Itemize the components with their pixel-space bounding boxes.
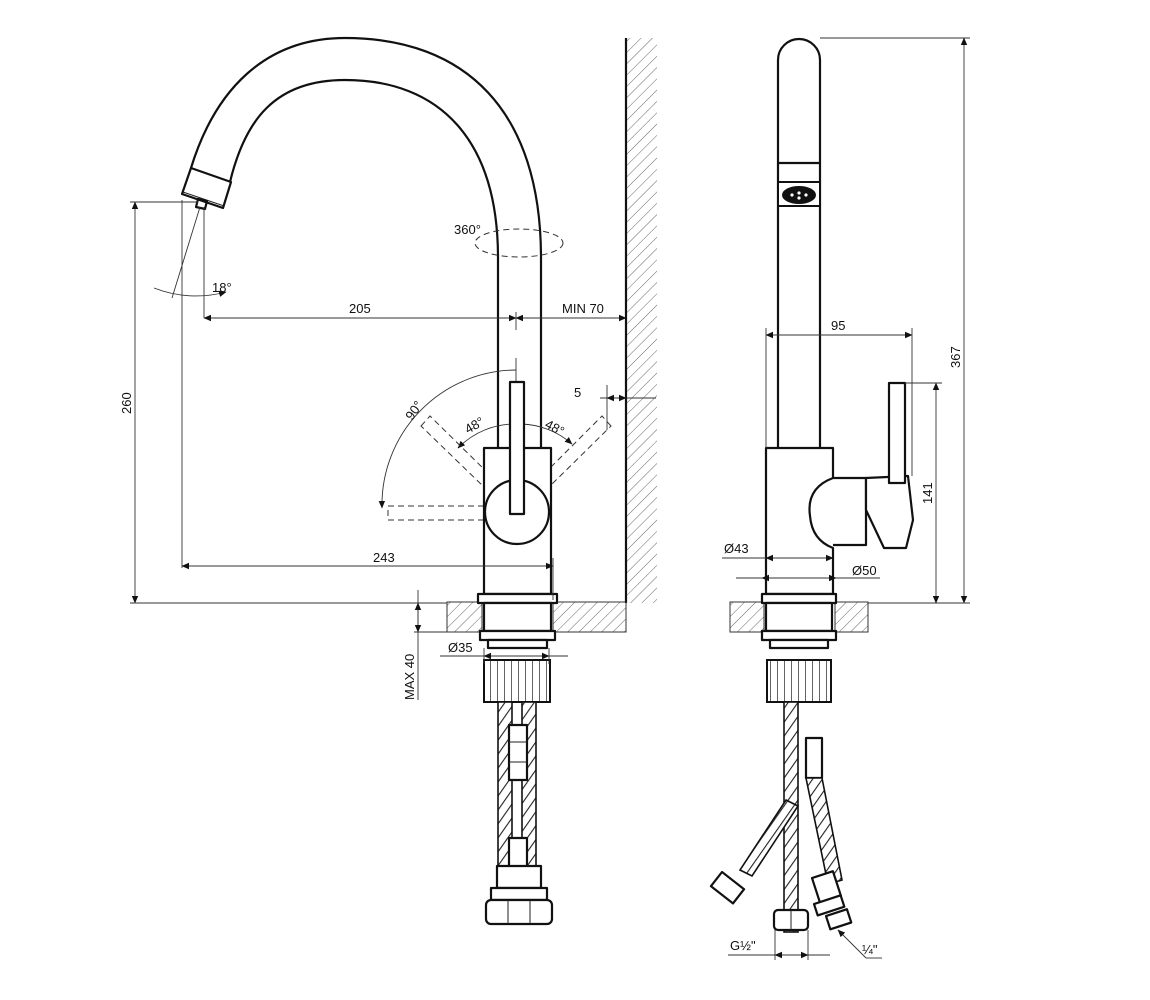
- dim-deck-max: MAX 40: [402, 654, 417, 700]
- spout-tilt-angle: 18°: [212, 280, 232, 295]
- dim-spout-height: 260: [119, 392, 134, 414]
- hoses-side: [709, 701, 853, 933]
- dim-hole-diameter: Ø35: [448, 640, 473, 655]
- dim-base-diameter: Ø50: [852, 563, 877, 578]
- countertop: [446, 601, 627, 633]
- dim-overall-height: 367: [948, 346, 963, 368]
- dim-reach: 205: [349, 301, 371, 316]
- swivel-indicator: [474, 228, 564, 258]
- dim-body-diameter: Ø43: [724, 541, 749, 556]
- side-view: 367 141 95 Ø43 Ø50 G½" ¼": [709, 37, 970, 960]
- dim-inlet-thread: G½": [730, 938, 756, 953]
- wall: [624, 38, 657, 603]
- dim-hose-thread: ¼": [862, 942, 878, 957]
- dim-wall-min: MIN 70: [562, 301, 604, 316]
- swivel-angle: 360°: [454, 222, 481, 237]
- mixer-body: [476, 380, 559, 703]
- countertop-side: [729, 601, 869, 633]
- mixer-body-side: [760, 381, 915, 703]
- dim-handle-offset: 5: [574, 385, 581, 400]
- dim-depth: 95: [831, 318, 845, 333]
- lever-angle-left: 48°: [462, 414, 487, 437]
- spout-side: [776, 37, 822, 448]
- dim-overall-reach: 243: [373, 550, 395, 565]
- spout: [180, 36, 543, 460]
- dim-lever-height: 141: [920, 482, 935, 504]
- lever-angle-right: 48°: [543, 416, 567, 438]
- hoses-front: [484, 701, 554, 926]
- lever-angle-total: 90°: [402, 398, 426, 423]
- front-view: 360° 90° 48° 48°: [119, 36, 657, 926]
